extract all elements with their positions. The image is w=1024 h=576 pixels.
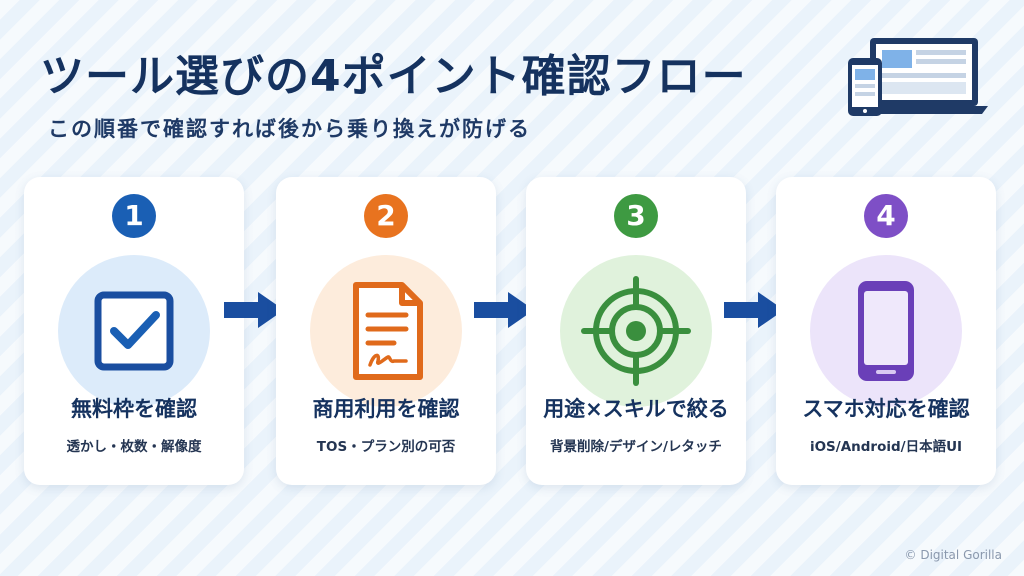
- step-title: 無料枠を確認: [71, 397, 197, 421]
- step-number-badge: 3: [614, 194, 658, 238]
- step-description: TOS・プラン別の可否: [316, 439, 456, 455]
- page-subtitle: この順番で確認すれば後から乗り換えが防げる: [48, 117, 531, 141]
- checkbox-icon: [94, 291, 174, 371]
- step-description: 背景削除/デザイン/レタッチ: [550, 439, 722, 455]
- target-icon: [581, 276, 691, 386]
- step-title: 用途×スキルで絞る: [543, 397, 729, 421]
- step-title: 商用利用を確認: [312, 397, 460, 421]
- step-title: スマホ対応を確認: [802, 397, 970, 421]
- step-description: 透かし・枚数・解像度: [66, 439, 202, 455]
- step-number-badge: 1: [112, 194, 156, 238]
- arrow-right-icon: [224, 292, 284, 328]
- step-number-badge: 4: [864, 194, 908, 238]
- arrow-right-icon: [724, 292, 784, 328]
- step-card-4: 4 スマホ対応を確認 iOS/Android/日本語UI: [776, 177, 996, 485]
- step-card-3: 3 用途×スキルで絞る 背景削除/デザイン/レタッチ: [526, 177, 746, 485]
- arrow-right-icon: [474, 292, 534, 328]
- icon-circle: [560, 255, 712, 407]
- icon-circle: [310, 255, 462, 407]
- smartphone-icon: [858, 281, 914, 381]
- copyright-notice: © Digital Gorilla: [904, 548, 1002, 562]
- contract-document-icon: [353, 282, 423, 380]
- step-description: iOS/Android/日本語UI: [809, 439, 963, 455]
- devices-illustration-icon: [848, 38, 988, 116]
- step-number-badge: 2: [364, 194, 408, 238]
- icon-circle: [810, 255, 962, 407]
- page-title: ツール選びの4ポイント確認フロー: [40, 51, 747, 102]
- step-card-1: 1 無料枠を確認 透かし・枚数・解像度: [24, 177, 244, 485]
- icon-circle: [58, 255, 210, 407]
- step-card-2: 2 商用利用を確認 TOS・プラン別の可否: [276, 177, 496, 485]
